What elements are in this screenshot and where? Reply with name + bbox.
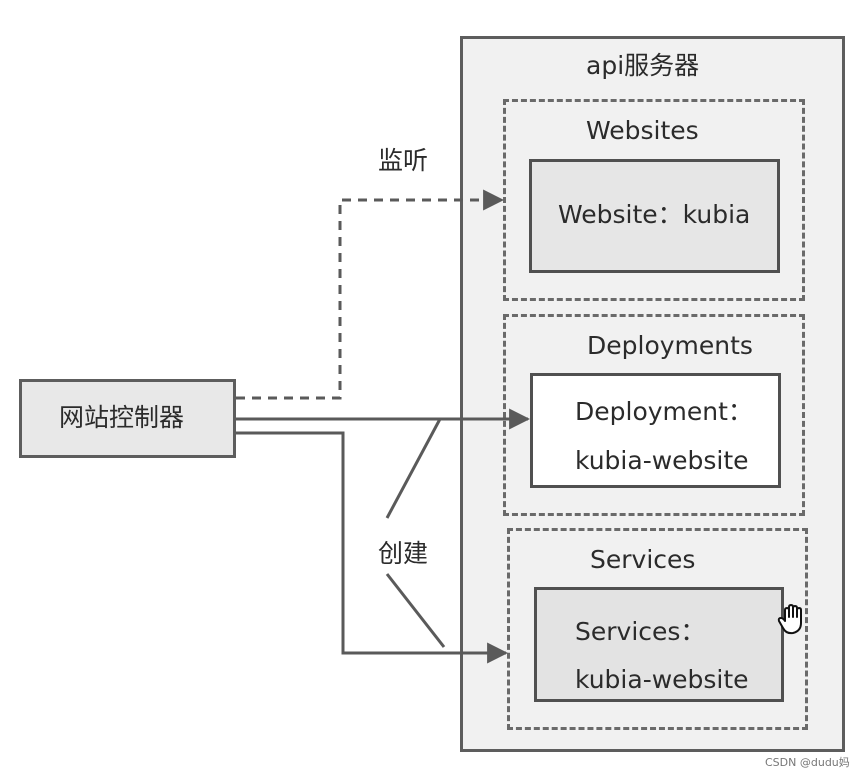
services-kubia-website-box [534, 587, 784, 702]
create-services-arrow [236, 431, 509, 664]
deployment-label-line2: kubia-website [575, 446, 749, 475]
watch-edge-label: 监听 [378, 146, 429, 175]
websites-group-label: Websites [586, 116, 699, 145]
deployment-label-line1: Deployment： [575, 397, 753, 426]
services-group-label: Services [590, 545, 696, 574]
hand-cursor-icon [777, 604, 802, 635]
deployment-kubia-website-box [530, 373, 781, 488]
api-server-label: api服务器 [586, 51, 700, 80]
create-leader-lower [385, 573, 446, 648]
services-label-line1: Services： [575, 617, 706, 646]
create-leader-upper [385, 418, 442, 519]
website-controller-box [19, 379, 236, 458]
watermark: CSDN @dudu妈 [765, 756, 850, 769]
website-kubia-box [529, 159, 780, 273]
website-kubia-label: Website：kubia [558, 200, 751, 229]
watch-arrow [236, 189, 505, 400]
website-controller-label: 网站控制器 [59, 403, 185, 432]
deployments-group-label: Deployments [587, 331, 753, 360]
create-edge-label: 创建 [378, 539, 429, 568]
services-label-line2: kubia-website [575, 665, 749, 694]
